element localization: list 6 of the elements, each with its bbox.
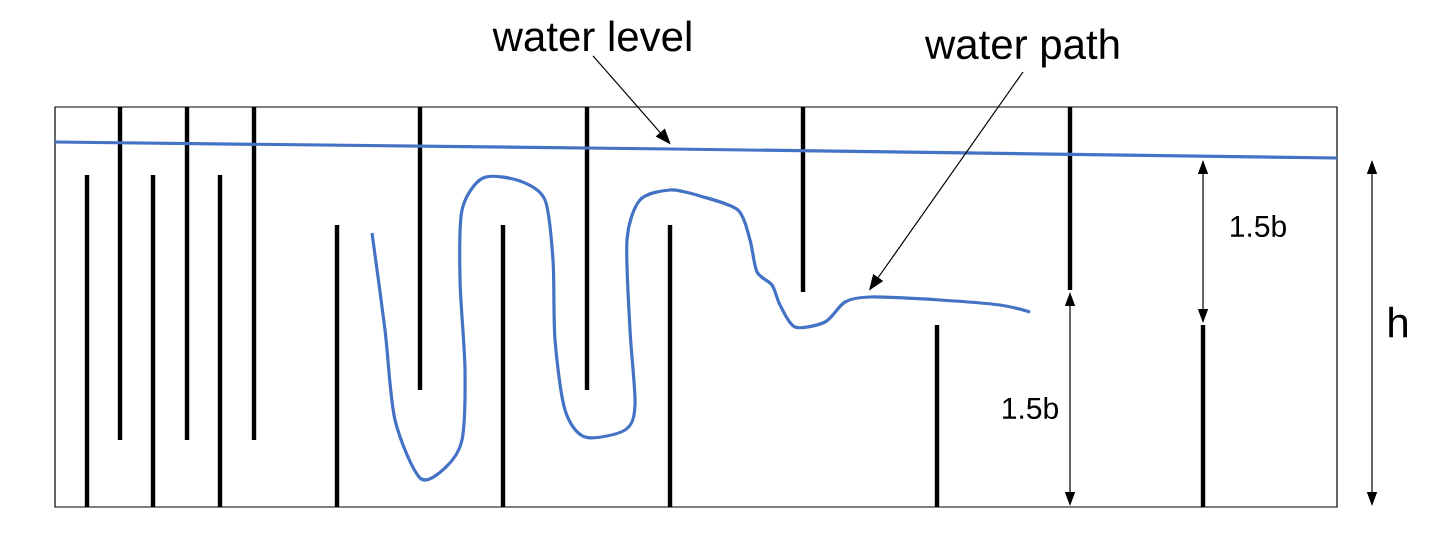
callout-text: water level — [492, 20, 691, 52]
water-level-line — [55, 140, 1338, 160]
dimension-label: h — [1389, 306, 1407, 338]
dimension-label: 1.5b — [1003, 397, 1058, 419]
callout-text: water path — [924, 28, 1119, 68]
dimension-label: 1.5b — [1231, 215, 1286, 237]
